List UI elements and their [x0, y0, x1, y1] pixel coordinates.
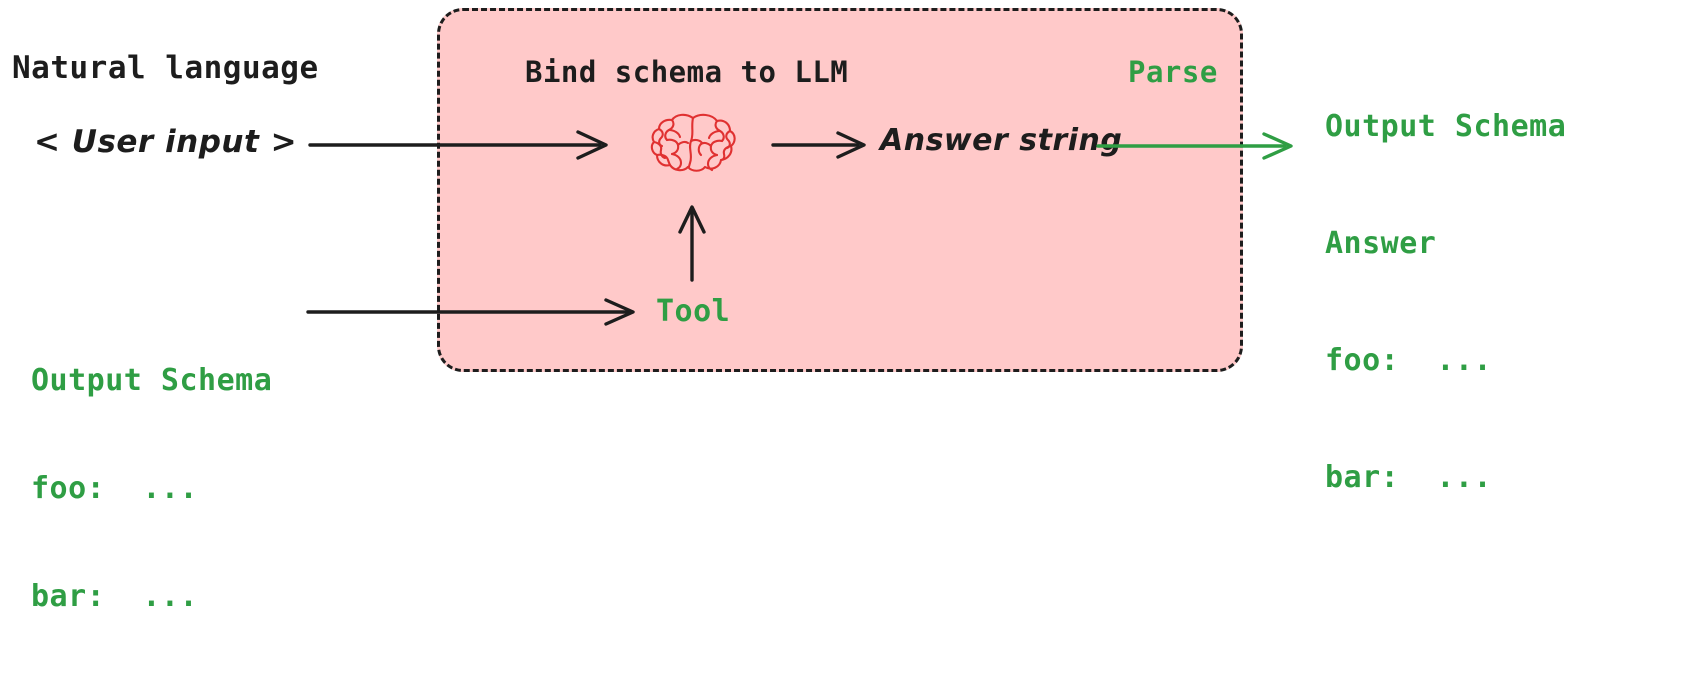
output-schema-answer-line: Answer [1325, 226, 1437, 261]
parse-label: Parse [1128, 55, 1218, 89]
input-schema-field-foo: foo: ... [31, 471, 199, 506]
input-schema-title: Output Schema [31, 363, 273, 398]
output-schema-field-bar: bar: ... [1325, 460, 1493, 495]
brain-icon [648, 112, 738, 174]
answer-string-text: Answer string [880, 123, 1123, 158]
input-schema-field-bar: bar: ... [31, 579, 199, 614]
output-schema-block: Output Schema Answer foo: ... bar: ... [1325, 29, 1566, 575]
natural-language-heading: Natural language [12, 50, 319, 86]
output-schema-field-foo: foo: ... [1325, 343, 1493, 378]
diagram-canvas: Natural language < User input > Output S… [12, 8, 1566, 614]
user-input-placeholder-text: < User input > [34, 124, 298, 160]
output-schema-title: Output Schema [1325, 109, 1567, 144]
input-output-schema-block: Output Schema foo: ... bar: ... [31, 291, 272, 687]
tool-label: Tool [656, 294, 731, 329]
bind-schema-to-llm-title: Bind schema to LLM [525, 55, 849, 89]
